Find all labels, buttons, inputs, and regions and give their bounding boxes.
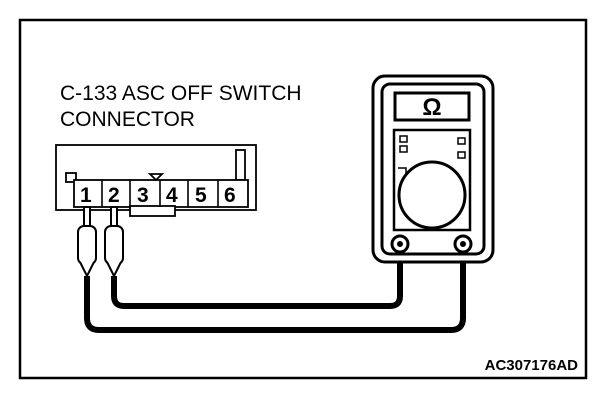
probe-jack-right-hole bbox=[460, 241, 466, 247]
ohmmeter-display bbox=[393, 91, 471, 122]
pin-dividers bbox=[101, 180, 219, 207]
range-mark-4 bbox=[457, 151, 466, 159]
pin-label-2: 2 bbox=[108, 184, 120, 207]
pin-label-1: 1 bbox=[80, 184, 92, 207]
ohm-symbol: Ω bbox=[422, 94, 441, 121]
pin-label-5: 5 bbox=[195, 184, 207, 207]
selector-dial bbox=[397, 160, 467, 230]
range-mark-2 bbox=[399, 145, 408, 153]
connector-body bbox=[55, 144, 257, 217]
figure-code: AC307176AD bbox=[485, 357, 579, 374]
probe-pin-1 bbox=[77, 206, 97, 279]
probe-pin-2 bbox=[104, 206, 124, 279]
pin-label-4: 4 bbox=[166, 184, 178, 207]
probe-wire-pin-1 bbox=[84, 246, 466, 333]
probe-jack-left-hole bbox=[397, 241, 403, 247]
figure-frame bbox=[18, 18, 588, 380]
connector-title-line2: CONNECTOR bbox=[60, 108, 195, 131]
range-mark-3 bbox=[457, 137, 466, 145]
range-mark-1 bbox=[399, 135, 408, 143]
probe-wire-pin-2 bbox=[111, 246, 403, 309]
pin-label-6: 6 bbox=[224, 184, 236, 207]
pin-label-3: 3 bbox=[137, 184, 149, 207]
connector-title-line1: C-133 ASC OFF SWITCH bbox=[60, 82, 302, 105]
ohmmeter-icon: Ω bbox=[371, 74, 495, 264]
